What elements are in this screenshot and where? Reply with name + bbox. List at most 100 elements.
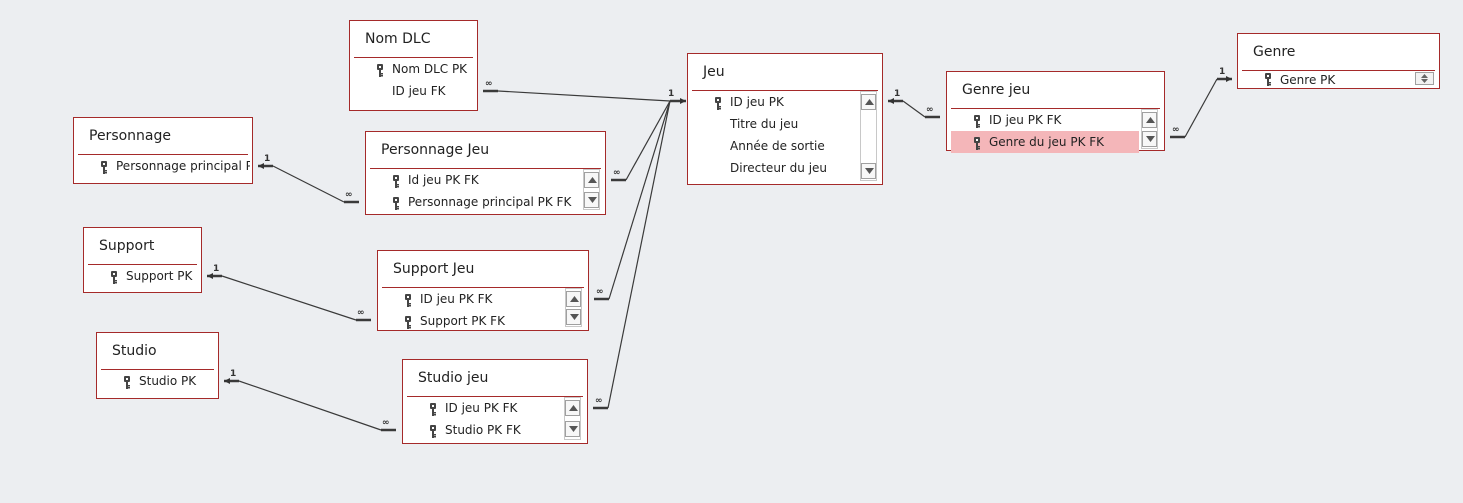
field-label: Support PK FK [420,314,505,328]
table-title[interactable]: Jeu [703,64,725,80]
cardinality-many: ∞ [357,308,365,318]
scroll-down-button[interactable] [566,309,581,325]
key-icon [973,113,981,128]
spin-button[interactable] [1415,72,1434,85]
field-row[interactable]: Année de sortie [692,135,858,157]
scroll-down-button[interactable] [565,421,580,437]
key-icon [404,292,412,307]
divider [78,154,248,155]
field-row[interactable]: ID jeu FK [354,80,473,102]
arrow-down-icon [588,197,597,203]
divider [101,369,214,370]
arrow-up-icon [570,296,579,302]
table-personnage[interactable]: Personnage Personnage principal P [73,117,253,184]
scroll-up-button[interactable] [566,291,581,307]
field-label: Personnage principal P [116,159,250,173]
arrow-down-icon [570,314,579,320]
scroll-up-button[interactable] [565,400,580,416]
cardinality-many: ∞ [345,190,353,200]
field-row[interactable]: ID jeu PK [692,91,858,113]
cardinality-one: 1 [264,154,271,164]
table-jeu[interactable]: Jeu ID jeu PK Titre du jeu Année de sort… [687,53,883,185]
field-label: Studio PK FK [445,423,521,437]
table-title[interactable]: Support Jeu [393,261,475,277]
cardinality-one: 1 [668,89,675,99]
key-icon [1264,73,1272,86]
field-row[interactable]: ID jeu PK FK [951,109,1139,131]
table-title[interactable]: Personnage Jeu [381,142,490,158]
table-support-jeu[interactable]: Support Jeu ID jeu PK FK Support PK FK [377,250,589,331]
field-row[interactable]: Id jeu PK FK [370,169,580,191]
scroll-down-button[interactable] [861,163,876,179]
cardinality-one: 1 [213,264,220,274]
field-label: ID jeu PK FK [420,292,493,306]
table-title[interactable]: Studio jeu [418,370,489,386]
field-row[interactable]: Genre PK [1242,71,1437,89]
table-title[interactable]: Genre [1253,44,1296,60]
field-row[interactable]: Support PK FK [382,310,562,332]
cardinality-many: ∞ [382,418,390,428]
field-row[interactable]: Studio PK [101,370,216,392]
table-title[interactable]: Nom DLC [365,31,431,47]
field-row[interactable]: Personnage principal P [78,155,250,177]
table-personnage-jeu[interactable]: Personnage Jeu Id jeu PK FK Personnage p… [365,131,606,215]
key-icon [973,135,981,150]
table-title[interactable]: Support [99,238,155,254]
field-row[interactable]: Studio PK FK [407,419,562,441]
field-label: Année de sortie [730,139,825,153]
field-label: ID jeu PK FK [989,113,1062,127]
arrow-up-icon [865,99,874,105]
field-label: ID jeu FK [392,84,446,98]
divider [1242,70,1435,71]
scrollbar[interactable] [564,397,581,440]
field-row[interactable]: Support PK [88,265,199,287]
cardinality-many: ∞ [613,168,621,178]
divider [692,90,878,91]
cardinality-many: ∞ [596,287,604,297]
arrow-down-icon [1146,136,1155,142]
field-row[interactable]: Personnage principal PK FK [370,191,580,213]
table-studio[interactable]: Studio Studio PK [96,332,219,399]
table-title[interactable]: Personnage [89,128,171,144]
spin-arrows-icon [1421,74,1428,83]
table-support[interactable]: Support Support PK [83,227,202,293]
table-title[interactable]: Studio [112,343,157,359]
key-icon [100,159,108,174]
field-row[interactable]: Directeur du jeu [692,157,858,179]
key-icon [404,314,412,329]
divider [951,108,1160,109]
scroll-up-button[interactable] [861,94,876,110]
scrollbar[interactable] [1141,109,1158,149]
key-icon [392,195,400,210]
arrow-up-icon [569,405,578,411]
table-studio-jeu[interactable]: Studio jeu ID jeu PK FK Studio PK FK [402,359,588,444]
arrow-up-icon [588,177,597,183]
field-label: ID jeu PK FK [445,401,518,415]
field-row[interactable]: Titre du jeu [692,113,858,135]
table-genre-jeu[interactable]: Genre jeu ID jeu PK FK Genre du jeu PK F… [946,71,1165,153]
field-row-selected[interactable]: Genre du jeu PK FK [951,131,1139,153]
field-label: Personnage principal PK FK [408,195,572,209]
field-row[interactable]: Nom DLC PK [354,58,473,80]
table-title[interactable]: Genre jeu [962,82,1031,98]
arrow-up-icon [1146,117,1155,123]
table-nom-dlc[interactable]: Nom DLC Nom DLC PK ID jeu FK [349,20,478,111]
scrollbar[interactable] [860,91,877,181]
table-genre[interactable]: Genre Genre PK [1237,33,1440,89]
field-label: Studio PK [139,374,197,388]
field-row[interactable]: ID jeu PK FK [407,397,562,419]
field-label: Support PK [126,269,193,283]
scroll-down-button[interactable] [584,192,599,208]
divider [382,287,584,288]
cardinality-one: 1 [1219,67,1226,77]
scroll-down-button[interactable] [1142,131,1157,147]
scrollbar[interactable] [583,169,600,210]
scroll-up-button[interactable] [1142,112,1157,128]
cardinality-many: ∞ [1172,125,1180,135]
cardinality-many: ∞ [595,396,603,406]
scrollbar[interactable] [565,288,582,327]
field-label: Id jeu PK FK [408,173,479,187]
field-row[interactable]: ID jeu PK FK [382,288,562,310]
scroll-up-button[interactable] [584,172,599,188]
